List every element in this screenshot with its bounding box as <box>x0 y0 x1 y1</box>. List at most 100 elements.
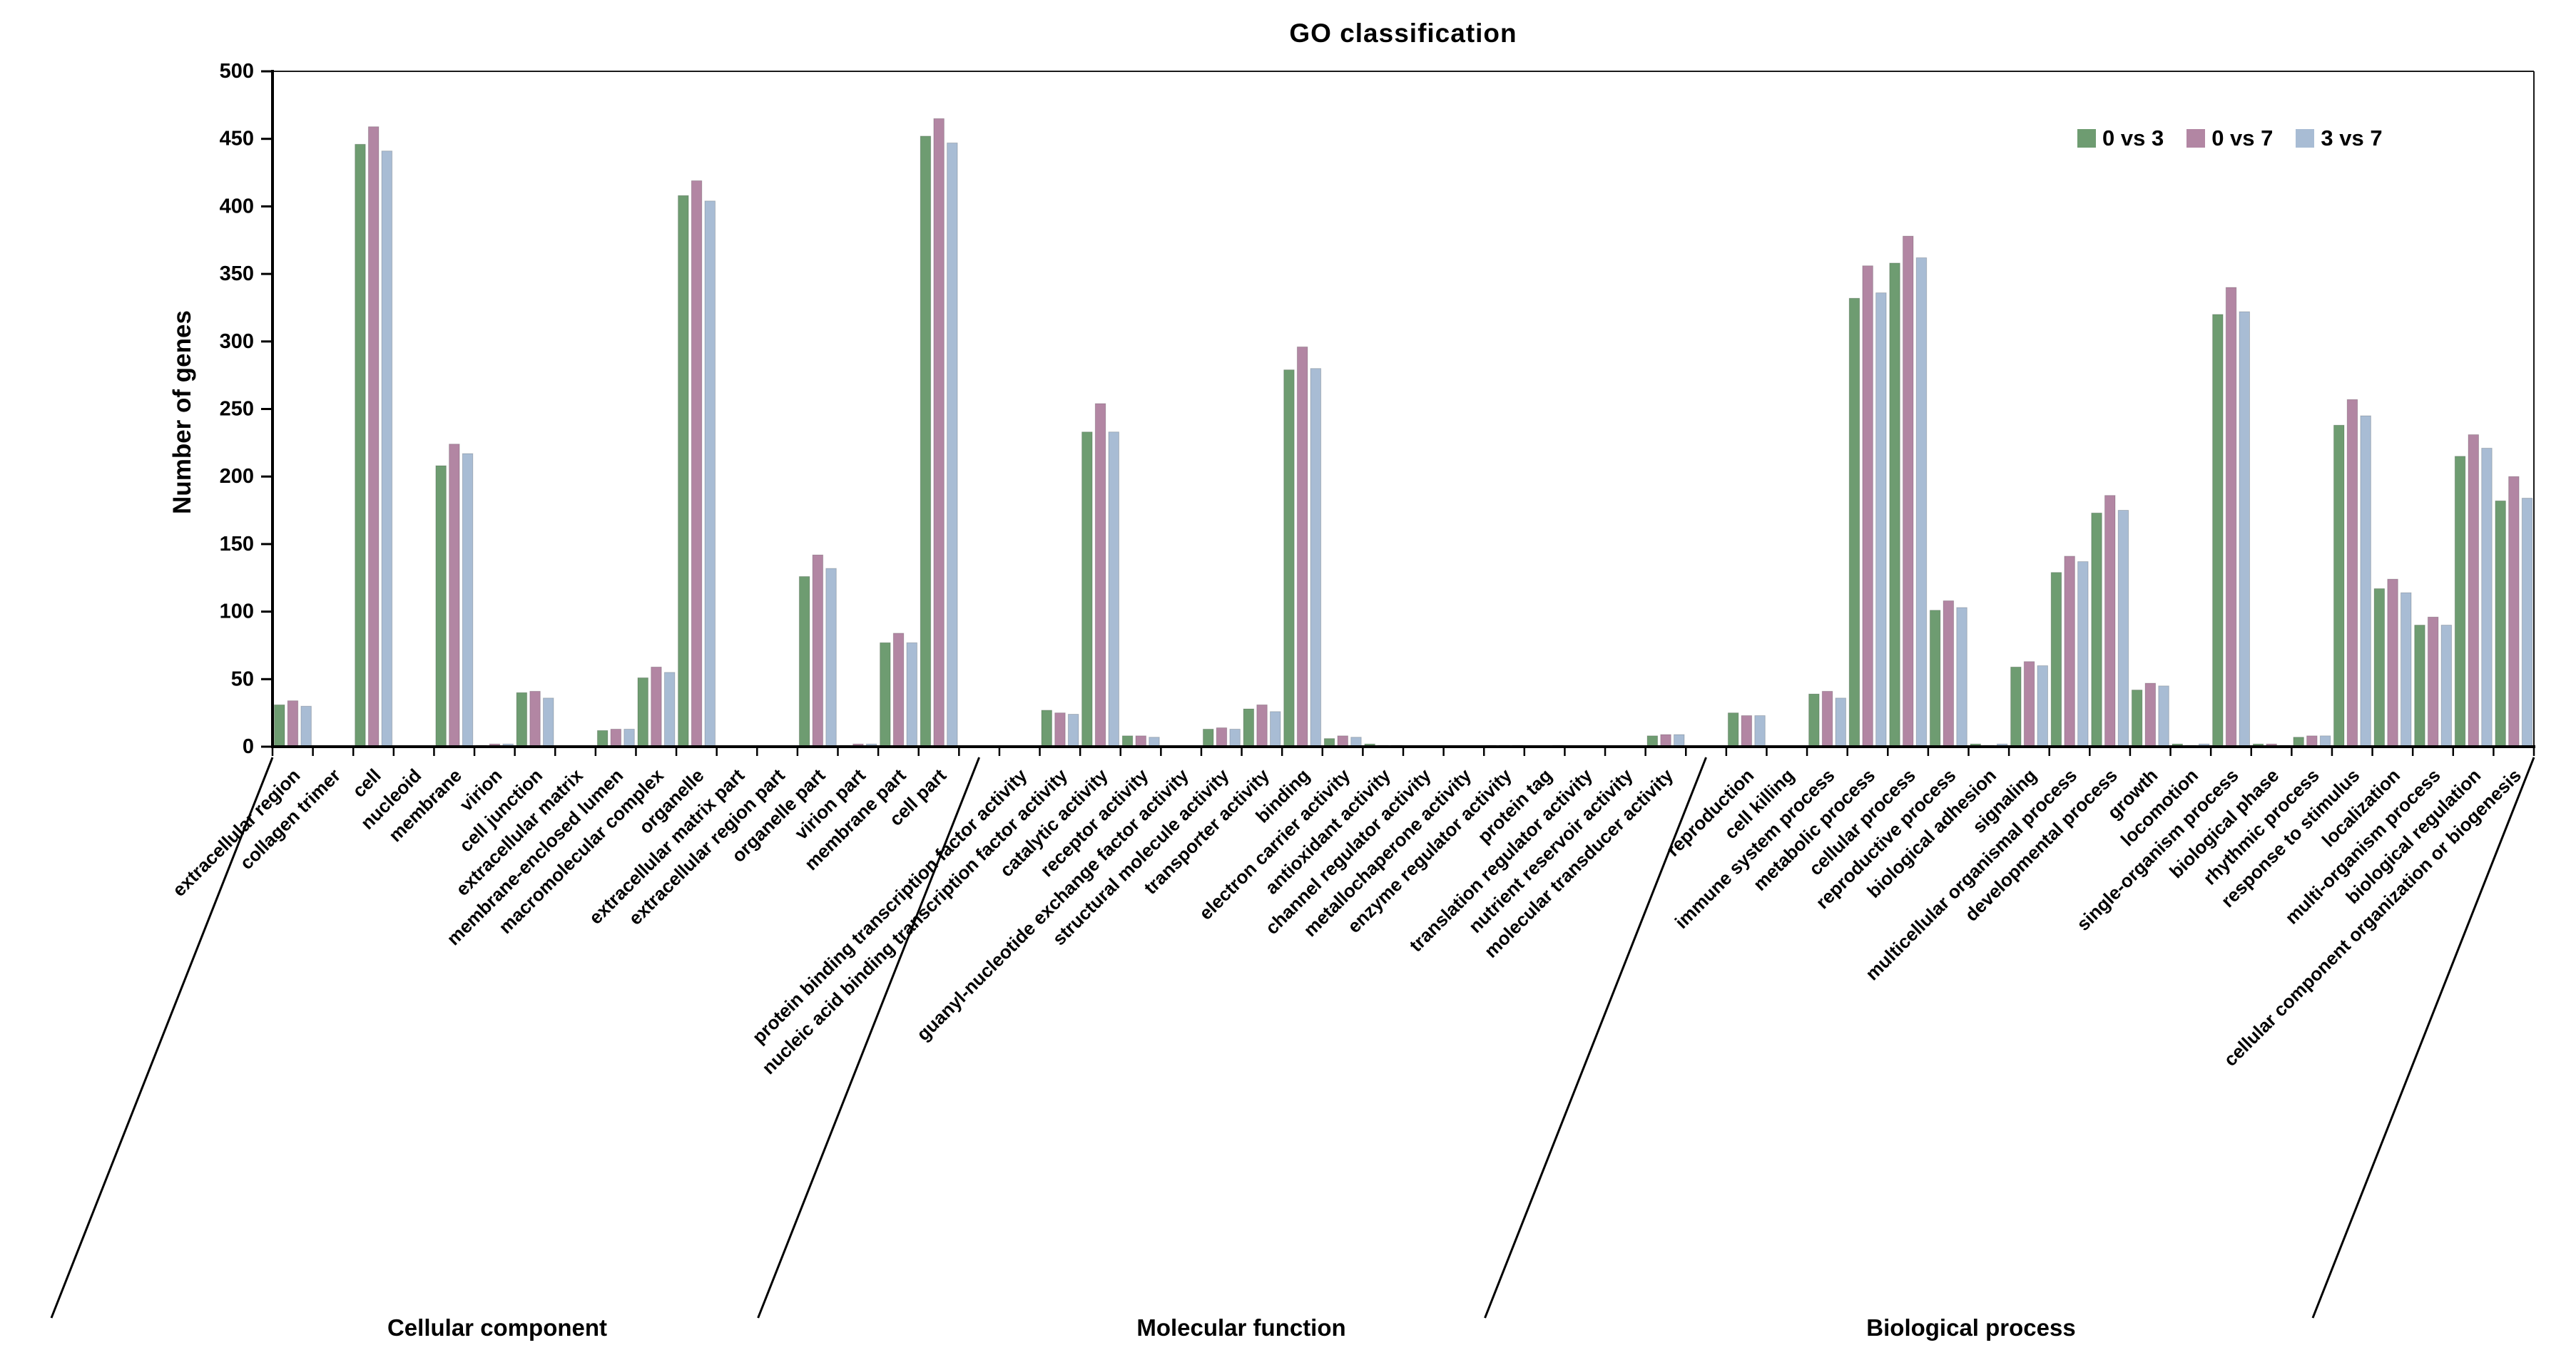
bar-0vs3-macromolecular-complex <box>637 677 648 747</box>
bar-0vs3-catalytic-activity <box>1081 431 1093 747</box>
bar-0vs7-electron-carrier-activity <box>1337 735 1348 747</box>
bar-0vs7-developmental-process <box>2104 495 2116 747</box>
bar-0vs7-catalytic-activity <box>1094 403 1106 747</box>
bar-0vs3-reproduction <box>1727 712 1739 747</box>
bar-0vs3-developmental-process <box>2091 512 2102 747</box>
y-tick-label: 250 <box>220 398 254 421</box>
legend-label-0-vs-7: 0 vs 7 <box>2211 126 2274 150</box>
bar-3vs7-metabolic-process <box>1875 292 1887 747</box>
bar-0vs7-cell-part <box>933 118 945 747</box>
bar-0vs3-multi-organism-process <box>2414 625 2425 747</box>
bar-3vs7-molecular-transducer-activity <box>1674 734 1685 747</box>
bar-3vs7-immune-system-process <box>1835 697 1846 747</box>
bar-0vs3-metabolic-process <box>1848 297 1860 747</box>
bar-0vs3-extracellular-region <box>274 704 285 747</box>
legend-swatch-0-vs-7 <box>2186 129 2206 148</box>
bar-0vs7-growth <box>2144 683 2157 747</box>
bar-3vs7-multi-organism-process <box>2440 625 2453 747</box>
bar-3vs7-response-to-stimulus <box>2360 415 2371 747</box>
bar-3vs7-cell <box>381 150 393 747</box>
legend-swatch-0-vs-3 <box>2077 129 2096 148</box>
bar-0vs3-signaling <box>2010 666 2022 747</box>
y-tick-label: 300 <box>220 330 254 353</box>
legend-label-3-vs-7: 3 vs 7 <box>2321 126 2383 150</box>
bar-0vs3-membrane-part <box>880 642 891 747</box>
section-divider-line <box>1484 757 1707 1319</box>
section-label-cellular-component: Cellular component <box>387 1314 608 1341</box>
bar-3vs7-cell-part <box>947 142 958 747</box>
bar-0vs7-multicellular-organismal-process <box>2064 556 2075 747</box>
bar-0vs7-reproductive-process <box>1943 600 1955 747</box>
bar-0vs3-nucleic-acid-binding-transcription-factor-activity <box>1041 710 1052 747</box>
section-divider-line <box>50 757 274 1319</box>
bar-0vs3-cell <box>355 143 366 747</box>
bar-0vs3-transporter-activity <box>1243 708 1255 747</box>
bar-3vs7-membrane-enclosed-lumen <box>623 728 635 747</box>
bar-0vs7-response-to-stimulus <box>2346 399 2358 747</box>
bar-0vs7-membrane-enclosed-lumen <box>610 728 622 747</box>
bar-3vs7-cell-junction <box>543 697 554 747</box>
y-tick-label: 350 <box>220 262 254 285</box>
bar-0vs7-structural-molecule-activity <box>1216 727 1228 747</box>
bar-0vs3-membrane-enclosed-lumen <box>596 730 609 747</box>
bar-0vs7-organelle-part <box>812 554 824 747</box>
bar-0vs7-multi-organism-process <box>2427 616 2439 747</box>
bar-0vs3-reproductive-process <box>1929 610 1941 747</box>
legend-item-3-vs-7: 3 vs 7 <box>2296 126 2383 151</box>
y-tick-label: 150 <box>220 533 254 556</box>
y-tick-label: 200 <box>220 465 254 488</box>
bar-3vs7-cellular-component-organization-or-biogenesis <box>2521 498 2533 747</box>
bar-3vs7-extracellular-region <box>300 705 312 747</box>
bar-0vs3-growth <box>2131 690 2143 747</box>
bar-3vs7-biological-regulation <box>2481 447 2493 747</box>
bar-3vs7-cellular-process <box>1915 257 1928 747</box>
bar-3vs7-growth <box>2158 685 2169 747</box>
bar-0vs3-organelle-part <box>798 576 810 747</box>
bar-3vs7-transporter-activity <box>1270 711 1281 747</box>
bar-0vs7-localization <box>2387 578 2398 747</box>
bar-0vs7-immune-system-process <box>1821 690 1833 747</box>
bar-0vs7-cell <box>367 126 380 747</box>
bar-0vs7-cellular-process <box>1903 235 1914 747</box>
category-label-guanyl-nucleotide-exchange-factor-activity: guanyl-nucleotide exchange factor activi… <box>912 765 1193 1045</box>
bar-3vs7-macromolecular-complex <box>663 672 676 747</box>
bar-0vs3-structural-molecule-activity <box>1203 728 1214 747</box>
bar-0vs3-binding <box>1283 369 1295 747</box>
bar-3vs7-single-organism-process <box>2239 311 2250 747</box>
bar-3vs7-developmental-process <box>2117 510 2129 747</box>
bar-3vs7-membrane-part <box>906 642 917 747</box>
bar-0vs7-cellular-component-organization-or-biogenesis <box>2508 476 2520 747</box>
bar-3vs7-catalytic-activity <box>1108 431 1119 747</box>
legend-swatch-3-vs-7 <box>2296 129 2315 148</box>
bar-3vs7-reproduction <box>1754 715 1766 747</box>
bar-0vs3-cellular-process <box>1889 262 1900 747</box>
bar-0vs7-biological-regulation <box>2468 434 2479 747</box>
y-tick-label: 450 <box>220 128 254 150</box>
bar-0vs7-binding <box>1296 346 1308 747</box>
bar-0vs7-rhythmic-process <box>2306 735 2318 747</box>
bar-0vs7-nucleic-acid-binding-transcription-factor-activity <box>1054 712 1066 747</box>
bar-0vs7-reproduction <box>1741 715 1753 747</box>
bar-0vs3-molecular-transducer-activity <box>1646 735 1659 747</box>
bar-3vs7-binding <box>1310 368 1322 747</box>
bar-3vs7-membrane <box>462 453 474 747</box>
bar-3vs7-signaling <box>2037 665 2048 747</box>
bar-0vs7-extracellular-region <box>287 700 299 747</box>
bar-0vs3-receptor-activity <box>1121 735 1134 747</box>
bar-0vs7-signaling <box>2023 661 2035 747</box>
legend-item-0-vs-3: 0 vs 3 <box>2077 126 2164 151</box>
bar-0vs7-membrane-part <box>892 633 905 747</box>
bar-0vs7-molecular-transducer-activity <box>1660 734 1671 747</box>
bar-3vs7-organelle <box>704 200 716 747</box>
section-divider-line <box>757 757 981 1319</box>
bar-0vs3-immune-system-process <box>1808 693 1820 747</box>
bar-0vs7-metabolic-process <box>1862 265 1873 747</box>
bar-3vs7-multicellular-organismal-process <box>2077 561 2089 747</box>
chart-title: GO classification <box>1289 19 1517 48</box>
bar-0vs3-organelle <box>678 195 689 747</box>
bar-0vs3-biological-regulation <box>2454 456 2466 747</box>
section-label-biological-process: Biological process <box>1866 1314 2076 1341</box>
legend-item-0-vs-7: 0 vs 7 <box>2186 126 2273 151</box>
y-tick-label: 0 <box>243 735 254 758</box>
y-tick-label: 100 <box>220 600 254 623</box>
